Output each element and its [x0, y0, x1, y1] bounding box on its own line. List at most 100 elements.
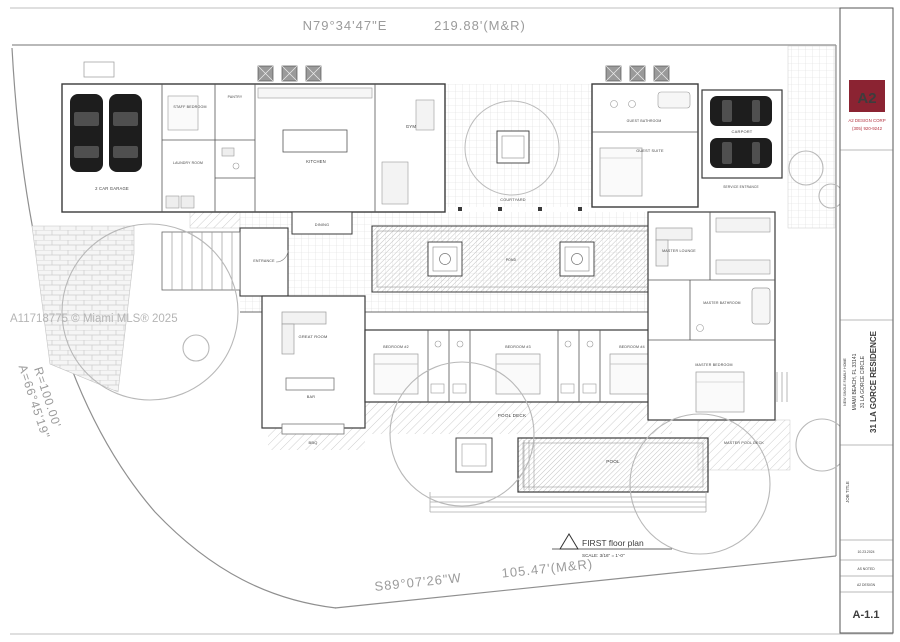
east-paver-strip [787, 45, 836, 229]
boundary-south-line [334, 555, 837, 609]
equipment-pad [83, 61, 115, 78]
job-title-label: JOB TITLE [845, 481, 850, 503]
bbq-counter [281, 423, 345, 435]
bedroom-partitions [427, 330, 601, 402]
room-labels: 2 CAR GARAGE STAFF BEDROOM PANTRY LAUNDR… [95, 95, 764, 464]
guest-sink-2 [628, 100, 636, 108]
project-address: 31 LA GORCE CIRCLE [860, 355, 866, 408]
label-bbq: BBQ [308, 440, 317, 445]
label-pantry: PANTRY [228, 95, 243, 99]
garage-car-2 [109, 94, 142, 172]
label-guest-suite: GUEST SUITE [636, 149, 664, 153]
dining-bay [291, 211, 353, 235]
roof-skylights [257, 65, 670, 82]
kitchen-island [282, 129, 348, 153]
label-pool: POOL [606, 459, 620, 464]
gym-bench [415, 99, 435, 131]
bearing-bottom-length: 105.47'(M&R) [501, 556, 594, 581]
watermark: A11718775 © Miami MLS® 2025 [10, 313, 178, 325]
firm-logo-text: A2 [857, 90, 876, 107]
tree-south-center [389, 361, 535, 507]
master-partitions [648, 212, 775, 341]
courtyard-planter [496, 130, 530, 164]
staff-bed [167, 95, 199, 131]
tree-small-west [182, 334, 210, 362]
label-laundry: LAUNDRY ROOM [173, 161, 203, 165]
label-great-room: GREAT ROOM [299, 334, 328, 339]
plan-title-triangle-icon [559, 533, 579, 550]
courtyard-tree [464, 100, 560, 196]
gym-equipment [381, 161, 409, 205]
bath-fixture [232, 162, 240, 170]
label-kitchen: KITCHEN [306, 159, 326, 164]
sheet-drawn-by: A2 DESIGN [857, 583, 876, 587]
pool-planter [455, 437, 493, 473]
left-wing-partitions [161, 84, 376, 212]
project-type: NEW SINGLE FAMILY HOME [843, 358, 847, 406]
sheet-date: 10.23.2024 [858, 550, 875, 554]
driveway-pavers [31, 225, 135, 393]
label-bedroom-4: BEDROOM #4 [619, 345, 645, 349]
title-block: A2 A2 DESIGN CORP (305) 920-9242 31 LA G… [839, 7, 894, 634]
sheet-border [10, 7, 893, 635]
label-master-bathroom: MASTER BATHROOM [703, 301, 740, 305]
label-service-entrance: SERVICE ENTRANCE [723, 185, 759, 189]
pool-steps [523, 440, 535, 490]
courtyard-columns [458, 207, 582, 211]
label-entrance: ENTRANCE [253, 259, 275, 263]
sheet-scale-note: AS NOTED [857, 567, 875, 571]
firm-logo [849, 80, 885, 112]
label-bar: BAR [307, 395, 315, 399]
guest-sink-1 [610, 100, 618, 108]
house [61, 65, 788, 513]
trees [61, 150, 849, 555]
master-bed [695, 371, 745, 413]
entry-steps [161, 231, 241, 291]
label-staff-bedroom: STAFF BEDROOM [173, 105, 206, 109]
washer [165, 195, 180, 209]
great-room-sofa [281, 311, 327, 355]
bath-sink [221, 147, 235, 157]
tree-northeast-1 [788, 150, 824, 186]
carport-car-2 [710, 138, 772, 168]
pond-platform-1 [427, 241, 463, 277]
label-garage: 2 CAR GARAGE [95, 186, 129, 191]
firm-name: A2 DESIGN CORP [848, 118, 885, 123]
master-deck-hatch [697, 419, 791, 471]
guest-tub [657, 91, 691, 109]
label-pool-deck: POOL DECK [498, 413, 527, 418]
bar-counter [285, 377, 335, 391]
property-boundary [11, 44, 837, 609]
label-dining: DINING [315, 223, 330, 227]
plan-title-scale: SCALE: 3/16" = 1'-0" [582, 553, 625, 558]
project-name: 31 LA GORCE RESIDENCE [869, 330, 878, 433]
terrace-steps [429, 492, 707, 513]
label-guest-bathroom: GUEST BATHROOM [627, 119, 662, 123]
garage-car-1 [70, 94, 103, 172]
door-swing [275, 249, 289, 263]
plan-title: FIRST floor plan SCALE: 3/16" = 1'-0" [552, 533, 672, 558]
tree-south-east [629, 413, 771, 555]
bearing-top-length: 219.88'(M&R) [434, 18, 526, 33]
label-bedroom-2: BEDROOM #2 [383, 345, 409, 349]
master-steps [776, 372, 788, 402]
pond-platform-2 [559, 241, 595, 277]
master-tub [751, 287, 771, 325]
guest-bed [599, 147, 643, 197]
label-carport: CARPORT [732, 129, 753, 134]
firm-phone: (305) 920-9242 [852, 126, 883, 131]
carport-car-1 [710, 96, 772, 126]
pond [371, 225, 659, 293]
master-closets [715, 217, 771, 275]
label-master-bedroom: MASTER BEDROOM [695, 363, 732, 367]
boundary-curve [11, 47, 337, 609]
sheet-number: A-1.1 [853, 609, 880, 621]
label-bedroom-3: BEDROOM #3 [505, 345, 531, 349]
project-city: MIAMI BEACH, FL 33141 [852, 353, 858, 410]
label-gym: GYM [406, 124, 417, 129]
bearing-bottom-direction: S89°07'26"W [374, 570, 463, 594]
bath-fixtures [430, 340, 597, 394]
master-lounge-sofa [655, 227, 693, 267]
